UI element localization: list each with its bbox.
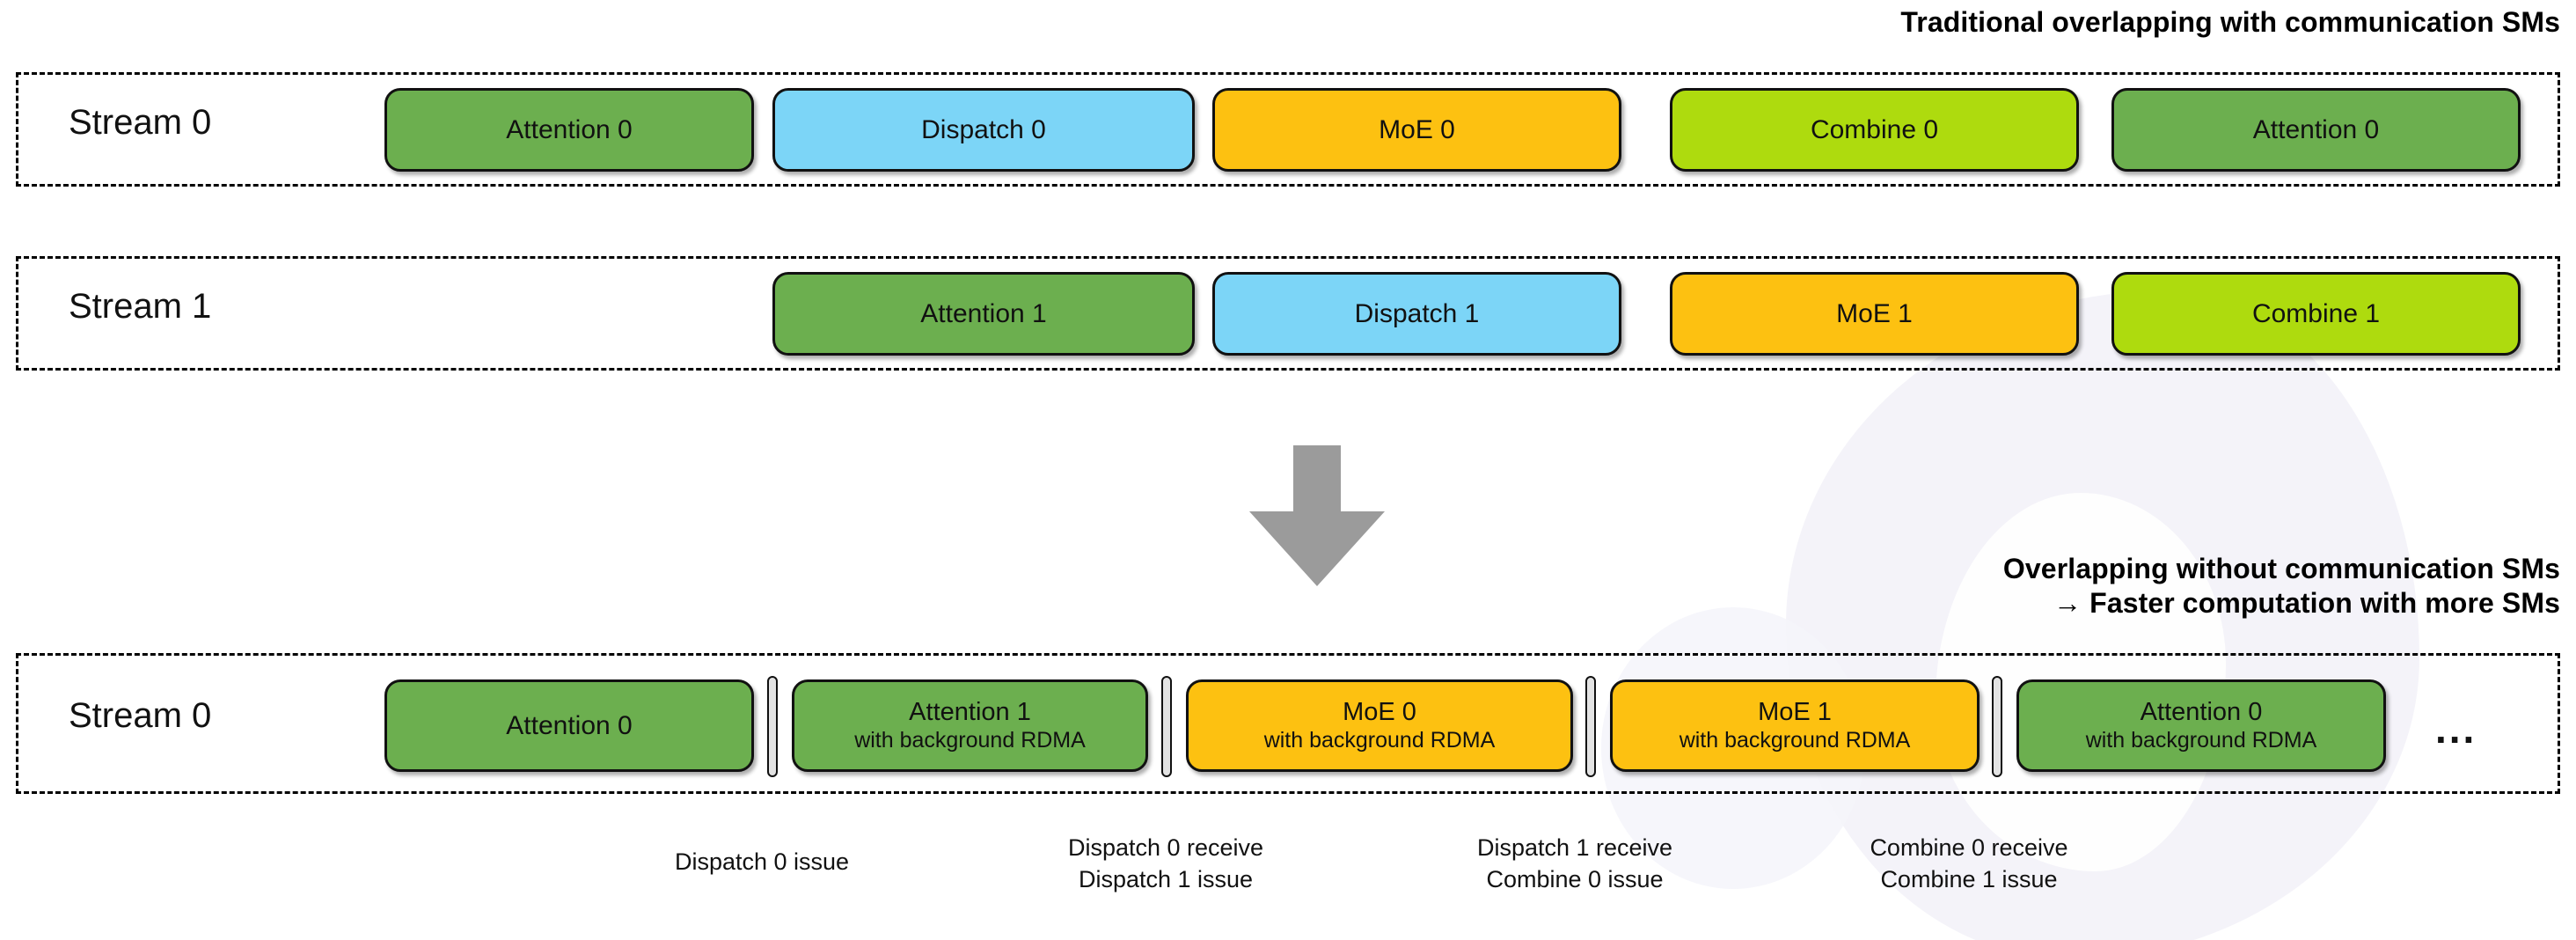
block-dispatch-1-mid[interactable]: Dispatch 1	[1212, 272, 1621, 356]
block-sublabel: with background RDMA	[1263, 728, 1496, 753]
separator-bar-4	[1992, 676, 2002, 777]
block-combine-0-top[interactable]: Combine 0	[1670, 88, 2079, 172]
separator-bar-3	[1585, 676, 1596, 777]
block-attention-0b-bottom[interactable]: Attention 0 with background RDMA	[2016, 679, 2386, 772]
block-attention-0-top[interactable]: Attention 0	[384, 88, 754, 172]
block-moe-0-top[interactable]: MoE 0	[1212, 88, 1621, 172]
block-label: Dispatch 1	[1354, 298, 1480, 328]
stream-lane-mid	[16, 256, 2560, 371]
stream-label-mid: Stream 1	[69, 287, 212, 326]
block-sublabel: with background RDMA	[1679, 728, 1911, 753]
block-label: Combine 0	[1810, 114, 1939, 144]
block-moe-1-mid[interactable]: MoE 1	[1670, 272, 2079, 356]
block-label: Attention 0	[506, 114, 633, 144]
block-label: MoE 1	[1836, 298, 1913, 328]
block-label: Dispatch 0	[921, 114, 1046, 144]
block-attention-0-bottom[interactable]: Attention 0	[384, 679, 754, 772]
block-label: Attention 1	[909, 697, 1031, 726]
block-label: Attention 0	[2140, 697, 2263, 726]
block-label: Attention 1	[920, 298, 1047, 328]
stream-label-bottom: Stream 0	[69, 696, 212, 735]
block-moe-0-bottom[interactable]: MoE 0 with background RDMA	[1186, 679, 1573, 772]
block-label: MoE 0	[1379, 114, 1455, 144]
note-dispatch-0-receive: Dispatch 0 receive Dispatch 1 issue	[1067, 834, 1264, 892]
stream-lane-top	[16, 72, 2560, 187]
block-label: Combine 1	[2251, 298, 2381, 328]
block-sublabel: with background RDMA	[2085, 728, 2317, 753]
down-arrow-icon	[1249, 445, 1385, 586]
separator-bar-2	[1161, 676, 1172, 777]
bottom-section-title: Overlapping without communication SMs → …	[2002, 553, 2560, 620]
block-label: MoE 1	[1758, 697, 1832, 726]
block-label: Attention 0	[2252, 114, 2380, 144]
block-label: Attention 0	[506, 710, 633, 740]
stream-label-top: Stream 0	[69, 103, 212, 142]
continuation-ellipsis: ...	[2435, 706, 2477, 752]
block-attention-1-bottom[interactable]: Attention 1 with background RDMA	[792, 679, 1148, 772]
block-attention-1-mid[interactable]: Attention 1	[772, 272, 1195, 356]
note-combine-0-receive: Combine 0 receive Combine 1 issue	[1870, 834, 2068, 892]
note-dispatch-0-issue: Dispatch 0 issue	[674, 848, 850, 875]
separator-bar-1	[767, 676, 778, 777]
note-dispatch-1-receive: Dispatch 1 receive Combine 0 issue	[1476, 834, 1673, 892]
block-label: MoE 0	[1343, 697, 1416, 726]
block-dispatch-0-top[interactable]: Dispatch 0	[772, 88, 1195, 172]
block-combine-1-mid[interactable]: Combine 1	[2111, 272, 2521, 356]
block-moe-1-bottom[interactable]: MoE 1 with background RDMA	[1610, 679, 1980, 772]
stream-lane-bottom	[16, 653, 2560, 794]
top-section-title: Traditional overlapping with communicati…	[1900, 6, 2560, 38]
block-attention-0b-top[interactable]: Attention 0	[2111, 88, 2521, 172]
block-sublabel: with background RDMA	[854, 728, 1086, 753]
